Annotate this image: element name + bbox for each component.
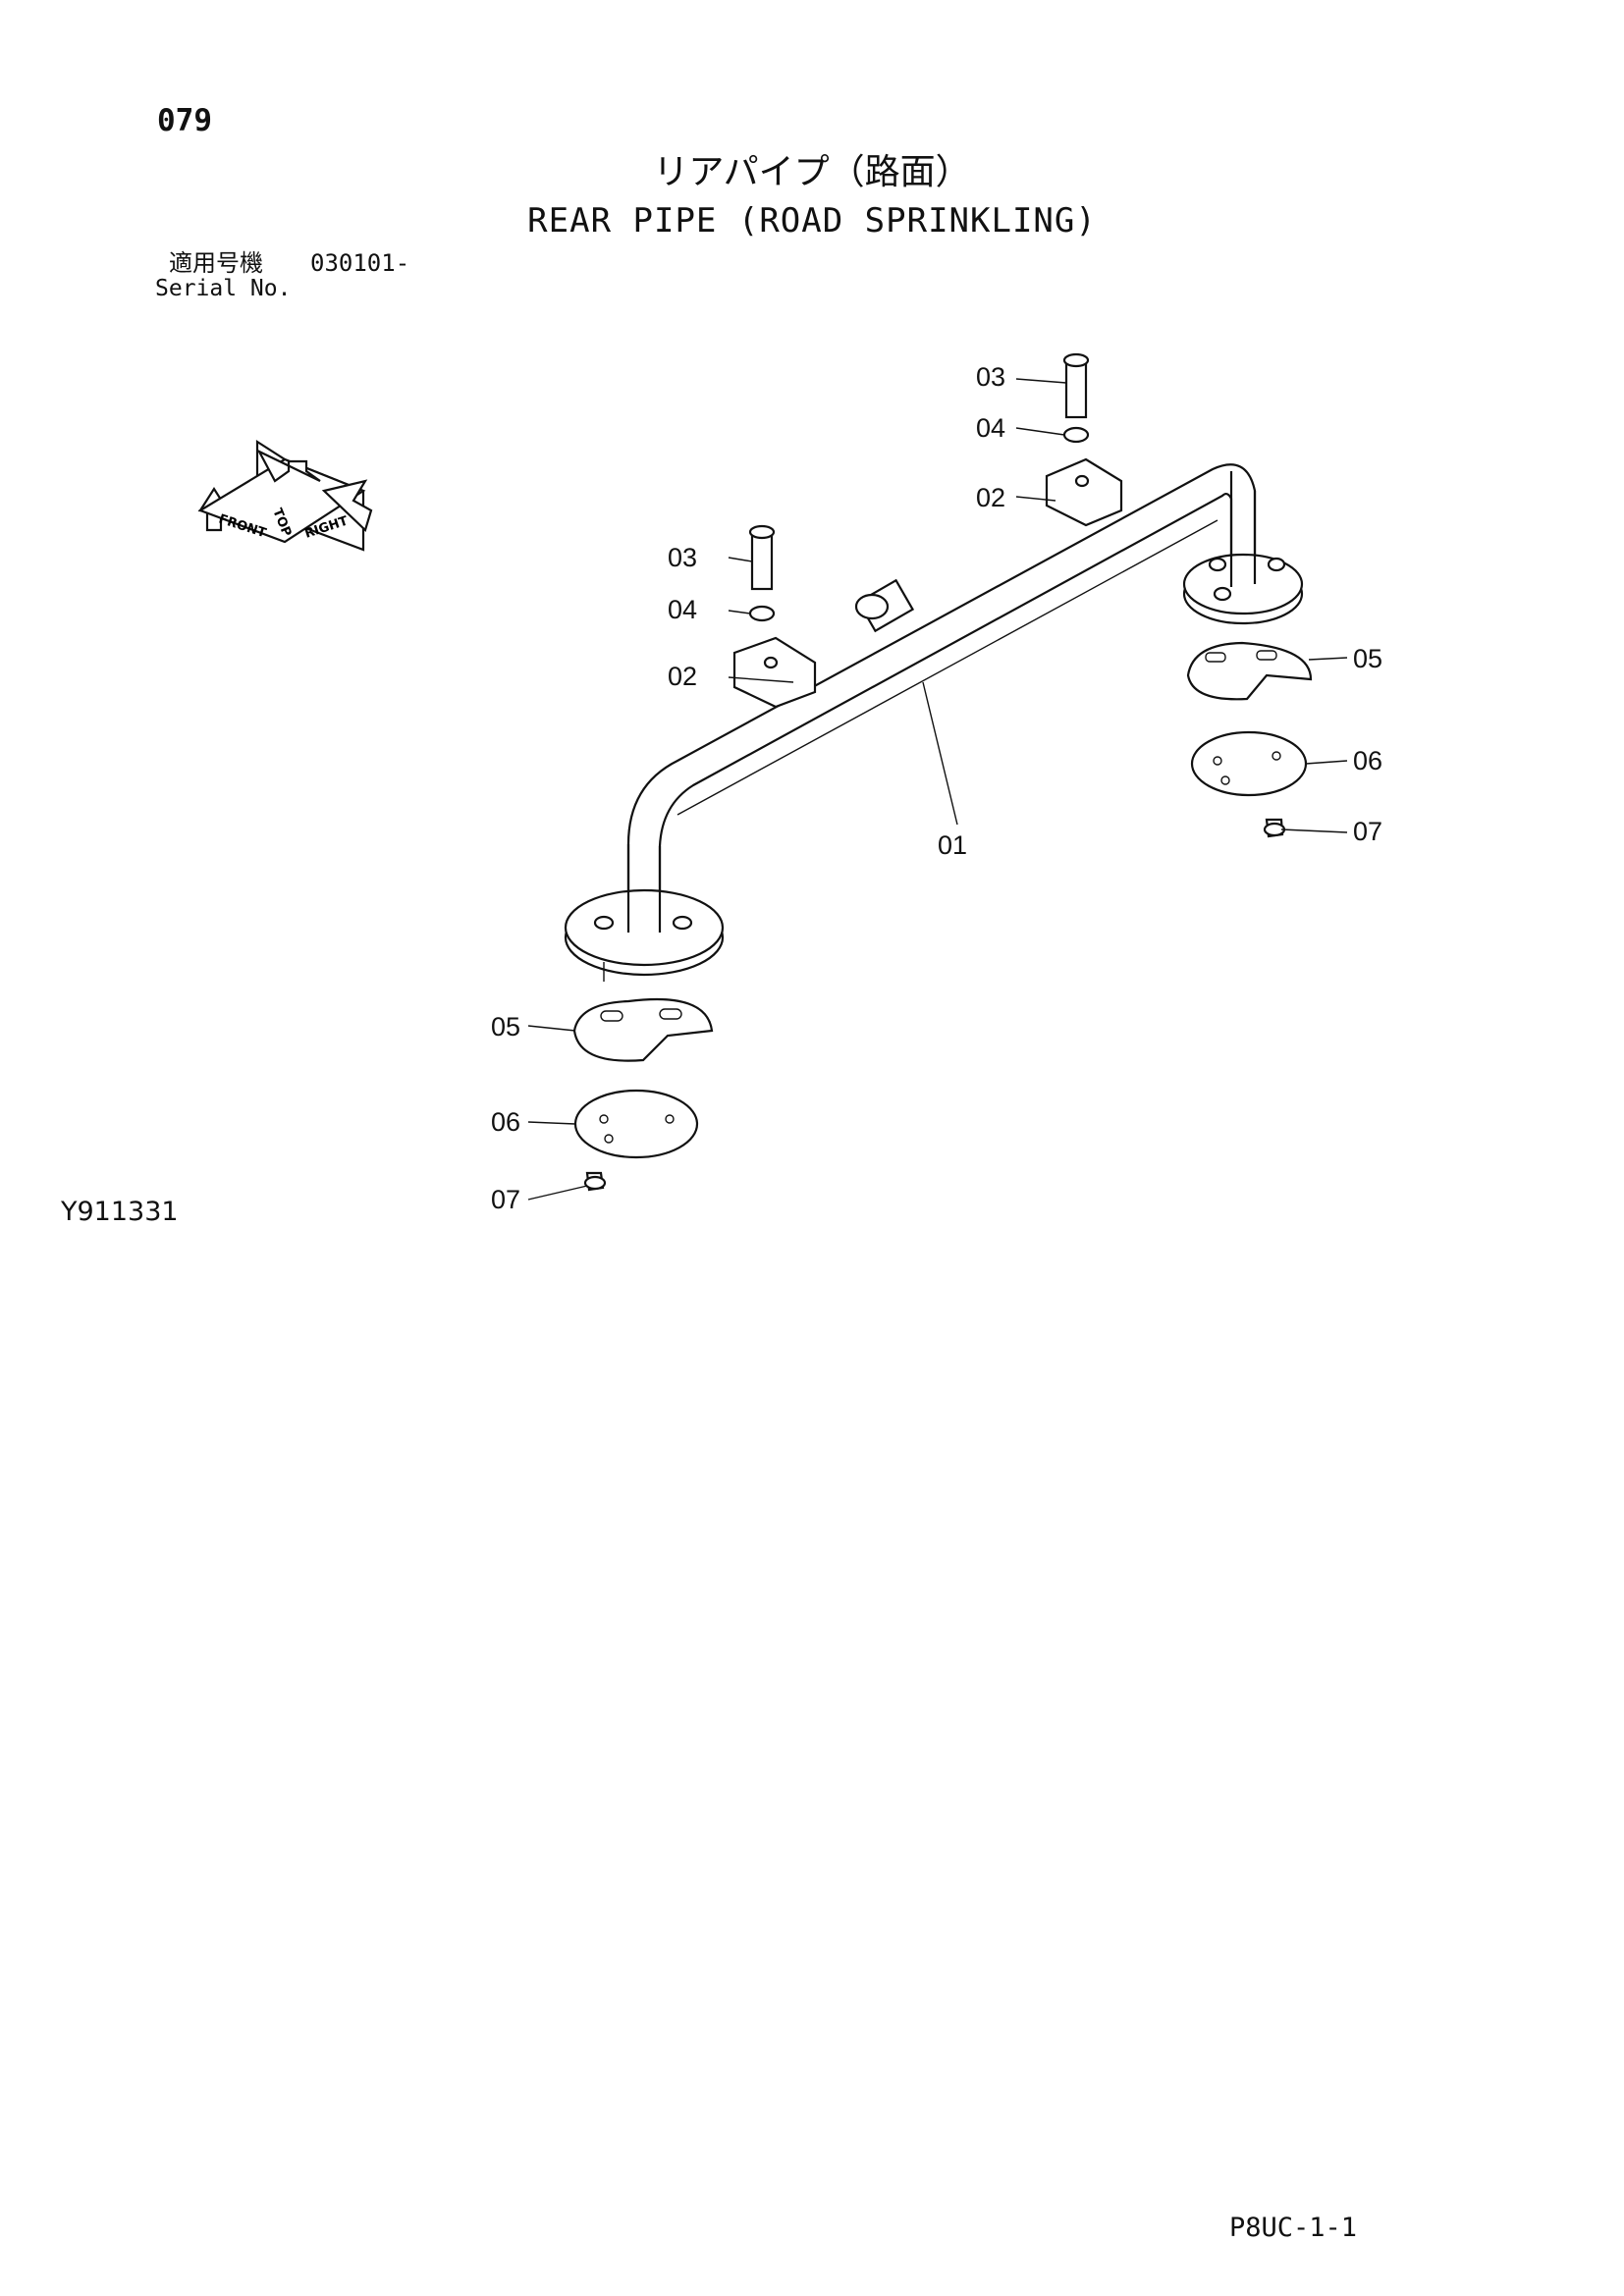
left-cover [573,1089,699,1159]
callout-plate-right: 05 [1353,644,1382,673]
serial-label-english: Serial No. [155,276,292,301]
orientation-icon: FRONT TOP RIGHT [197,439,373,552]
callout-plate-left: 05 [491,1012,520,1041]
page-number: 079 [157,103,212,138]
left-plate [572,997,714,1062]
leader-lines [527,378,1348,1201]
callout-cover-left: 06 [491,1107,520,1137]
right-clamp-assembly [1045,352,1123,527]
right-wing-nut [1263,818,1286,838]
rear-pipe [626,463,1257,967]
callout-wingnut-right: 07 [1353,817,1382,846]
page-title-english: REAR PIPE (ROAD SPRINKLING) [527,201,1097,240]
page-code: P8UC-1-1 [1229,2213,1358,2243]
right-flange [1182,471,1304,625]
left-clamp-assembly [732,524,817,709]
callout-pipe: 01 [938,830,967,860]
callout-bolt-right: 03 [976,362,1005,392]
callout-wingnut-left: 07 [491,1185,520,1214]
serial-range: 030101- [310,249,410,277]
page-title-japanese: リアパイプ（路面） [653,152,971,192]
left-wing-nut [583,1171,607,1192]
figure-code: Y911331 [61,1197,179,1227]
callout-clamp-left: 02 [668,662,697,691]
right-plate [1186,641,1313,701]
left-flange [564,844,725,982]
serial-label-japanese: 適用号機 [169,249,263,277]
right-cover [1190,730,1308,797]
callout-cover-right: 06 [1353,746,1382,775]
callout-washer-left: 04 [668,595,697,624]
callout-washer-right: 04 [976,413,1005,443]
callout-bolt-left: 03 [668,543,697,572]
callout-clamp-right: 02 [976,483,1005,512]
